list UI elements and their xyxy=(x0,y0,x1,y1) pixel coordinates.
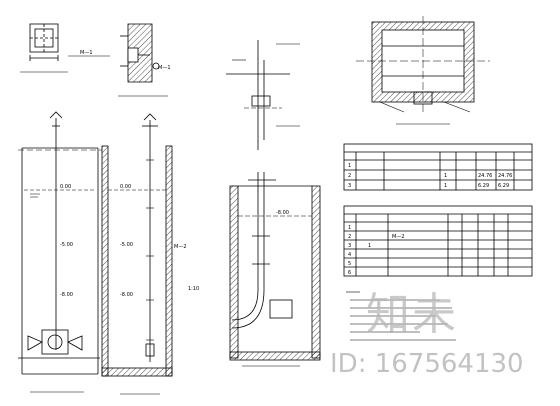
elevation-a-low: -8.00 xyxy=(60,292,73,298)
part-row-5-no: 5 xyxy=(348,261,351,267)
elevation-c: -8.00 xyxy=(276,210,289,216)
mat-row-2-unit: 24.76 xyxy=(478,173,492,179)
gauge-section-b xyxy=(101,113,173,395)
tank-plan-view xyxy=(356,16,490,125)
elevation-b-mid: -5.00 xyxy=(120,242,133,248)
mat-row-3-qty: 1 xyxy=(444,183,447,189)
part-row-6-no: 6 xyxy=(348,270,351,276)
mat-row-2-total: 24.76 xyxy=(498,173,512,179)
part-row-3-no: 3 xyxy=(348,243,351,249)
elevation-a-top: 0.00 xyxy=(60,184,71,190)
part-table xyxy=(343,205,533,277)
detail-label-3: M—2 xyxy=(174,244,187,250)
anchor-plate-plan xyxy=(20,23,68,73)
mat-row-1-no: 1 xyxy=(348,163,351,169)
elevation-a-mid: -5.00 xyxy=(60,242,73,248)
scale-note: 1:10 xyxy=(188,286,199,292)
mat-row-3-total: 6.29 xyxy=(498,183,509,189)
part-row-2-spec: M—2 xyxy=(392,234,405,240)
elbow-pipe-section xyxy=(229,172,321,367)
watermark-brand: 知未 xyxy=(366,289,458,340)
mat-row-3-no: 3 xyxy=(348,183,351,189)
mat-row-3-unit: 6.29 xyxy=(478,183,489,189)
elevation-b-low: -8.00 xyxy=(120,292,133,298)
mat-row-2-no: 2 xyxy=(348,173,351,179)
part-row-4-no: 4 xyxy=(348,252,351,258)
detail-label-1: M—1 xyxy=(80,50,93,56)
part-row-2-no: 2 xyxy=(348,234,351,240)
elevation-b-top: 0.00 xyxy=(120,184,131,190)
general-notes xyxy=(346,291,456,341)
material-table xyxy=(343,143,533,191)
gauge-section-a xyxy=(18,111,102,393)
detail-label-2: M—1 xyxy=(158,65,171,71)
pipe-support-detail xyxy=(226,40,300,150)
part-row-1-no: 1 xyxy=(348,225,351,231)
part-row-3-item: 1 xyxy=(368,243,371,249)
wall-bracket-detail xyxy=(118,23,168,97)
mat-row-2-qty: 1 xyxy=(444,173,447,179)
watermark-id: ID: 167564130 xyxy=(330,349,524,379)
